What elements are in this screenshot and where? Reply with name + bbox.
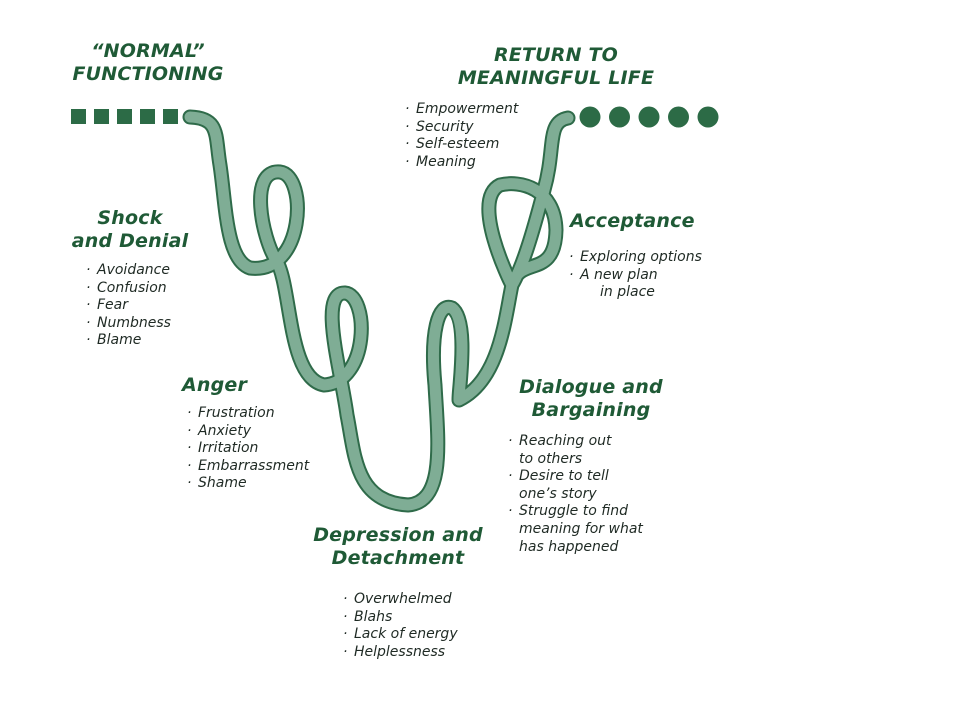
list-item: ·Blahs xyxy=(343,608,393,625)
square-marker xyxy=(94,109,109,124)
return-heading-line-2: MEANINGFUL LIFE xyxy=(457,67,655,89)
list-item: ·Shame xyxy=(187,475,247,492)
normal-heading-line-1: “NORMAL” xyxy=(91,40,205,62)
shock-bullet-list: ·Avoidance ·Confusion ·Fear ·Numbness ·B… xyxy=(86,262,171,350)
list-item: ·Embarrassment xyxy=(187,457,310,474)
ribbon-fill xyxy=(184,111,574,511)
return-bullet-list: ·Empowerment ·Security ·Self-esteem ·Mea… xyxy=(405,101,518,171)
return-to-meaningful-life-heading: RETURN TO MEANINGFUL LIFE xyxy=(440,44,672,90)
normal-heading-line-2: FUNCTIONING xyxy=(72,63,224,85)
list-item: ·Lack of energy xyxy=(343,626,458,643)
list-item: ·Avoidance xyxy=(86,262,170,278)
circle-marker xyxy=(697,106,719,128)
square-marker xyxy=(140,109,155,124)
list-item: ·Irritation xyxy=(187,440,259,457)
list-item: ·Security xyxy=(405,118,474,135)
shock-heading-line-1: Shock xyxy=(97,207,163,229)
anger-bullet-list: ·Frustration ·Anxiety ·Irritation ·Embar… xyxy=(187,405,309,493)
list-item: ·Meaning xyxy=(405,153,476,170)
depression-heading-line-1: Depression and xyxy=(313,524,483,546)
list-item: ·Exploring options xyxy=(569,249,702,265)
circle-marker xyxy=(579,106,601,128)
normal-functioning-heading: “NORMAL” FUNCTIONING xyxy=(62,40,234,86)
square-marker xyxy=(163,109,178,124)
list-item: ·Anxiety xyxy=(187,422,252,439)
list-item: ·Fear xyxy=(86,297,129,314)
meaningful-life-markers xyxy=(579,106,719,128)
list-item: ·Blame xyxy=(86,332,142,349)
square-marker xyxy=(117,109,132,124)
anger-heading: Anger xyxy=(182,374,247,397)
dialogue-heading-line-2: Bargaining xyxy=(531,399,651,421)
circle-marker xyxy=(609,106,630,128)
depression-bullet-list: ·Overwhelmed ·Blahs ·Lack of energy ·Hel… xyxy=(343,591,458,661)
list-item: ·Numbness xyxy=(86,314,171,331)
list-item: ·Self-esteem xyxy=(405,136,500,153)
shock-and-denial-heading: Shock and Denial xyxy=(60,207,200,253)
shock-heading-line-2: and Denial xyxy=(71,230,189,252)
list-item: ·Overwhelmed xyxy=(343,591,452,607)
return-heading-line-1: RETURN TO xyxy=(493,44,619,66)
circle-marker xyxy=(668,106,689,128)
anger-heading-line: Anger xyxy=(182,374,248,396)
normal-functioning-markers xyxy=(71,109,178,124)
acceptance-heading: Acceptance xyxy=(570,210,695,233)
depression-heading-line-2: Detachment xyxy=(331,547,465,569)
depression-and-detachment-heading: Depression and Detachment xyxy=(300,524,496,570)
list-item: ·Helplessness xyxy=(343,643,446,660)
list-item: ·Empowerment xyxy=(405,101,519,117)
dialogue-heading-line-1: Dialogue and xyxy=(519,376,663,398)
circle-marker xyxy=(638,106,660,128)
acceptance-heading-line: Acceptance xyxy=(570,210,695,232)
square-marker xyxy=(71,109,86,124)
list-item: ·Frustration xyxy=(187,405,275,421)
dialogue-and-bargaining-heading: Dialogue and Bargaining xyxy=(508,376,674,422)
list-item: ·Confusion xyxy=(86,279,167,296)
